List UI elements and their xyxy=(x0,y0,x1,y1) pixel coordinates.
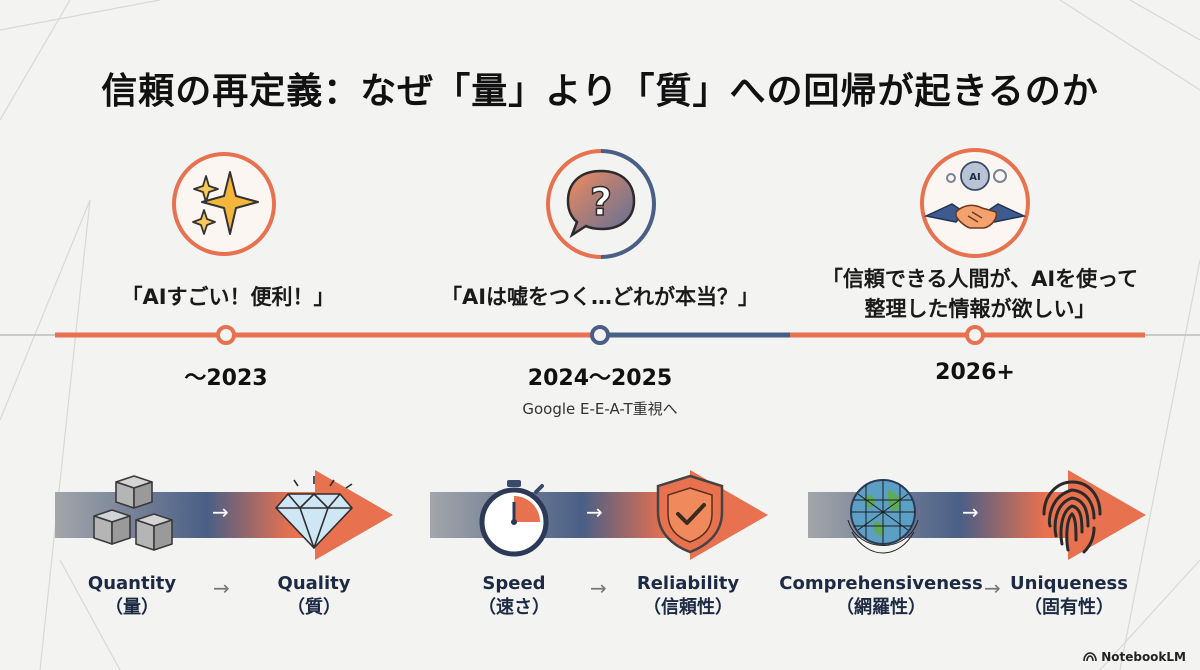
svg-text:AI: AI xyxy=(969,172,980,183)
shield-check-icon xyxy=(656,474,724,554)
timeline-node xyxy=(965,325,985,345)
shift-from-label: Quantity（量） xyxy=(87,573,177,618)
shift-to-label: Reliability（信頼性） xyxy=(636,573,740,618)
shift-from-label: Comprehensiveness（網羅性） xyxy=(779,573,983,618)
fingerprint-icon xyxy=(1042,480,1102,554)
handshake-ai-icon: AI xyxy=(920,148,1030,258)
inner-arrow: → xyxy=(586,500,603,524)
era-quote: 「AIは嘘をつく…どれが本当？」 xyxy=(440,285,760,309)
stopwatch-icon xyxy=(479,480,549,557)
era-quote: 「信頼できる人間が、AIを使って 整理した情報が欲しい」 xyxy=(821,267,1139,321)
shift-to-label: Uniqueness（固有性） xyxy=(1010,573,1128,618)
shift-label-arrow: → xyxy=(213,576,230,600)
brand-logo: NotebookLM xyxy=(1083,650,1186,664)
timeline xyxy=(0,325,1200,345)
year-label: 2024〜2025 xyxy=(527,366,673,391)
inner-arrow: → xyxy=(962,500,979,524)
svg-text:?: ? xyxy=(590,180,612,224)
shift-label-arrow: → xyxy=(984,576,1001,600)
year-label: 2026+ xyxy=(935,360,1015,385)
shift-label-arrow: → xyxy=(590,576,607,600)
boxes-icon xyxy=(93,475,173,551)
shift-to-label: Quality（質） xyxy=(277,573,351,618)
notebooklm-icon xyxy=(1083,652,1097,662)
inner-arrow: → xyxy=(212,500,229,524)
globe-net-icon xyxy=(847,479,919,554)
shift-from-label: Speed（速さ） xyxy=(478,573,550,618)
timeline-node xyxy=(216,325,236,345)
diamond-icon xyxy=(275,476,353,549)
page-title: 信頼の再定義：なぜ「量」より「質」への回帰が起きるのか xyxy=(101,71,1099,112)
year-label: 〜2023 xyxy=(184,366,268,391)
question-bubble-icon: ? xyxy=(546,149,656,259)
timeline-node xyxy=(590,325,610,345)
sparkle-icon xyxy=(172,152,276,256)
era-note: Google E-E-A-T重視へ xyxy=(522,400,678,418)
brand-name: NotebookLM xyxy=(1101,650,1186,664)
era-quote: 「AIすごい！便利！」 xyxy=(121,285,335,309)
